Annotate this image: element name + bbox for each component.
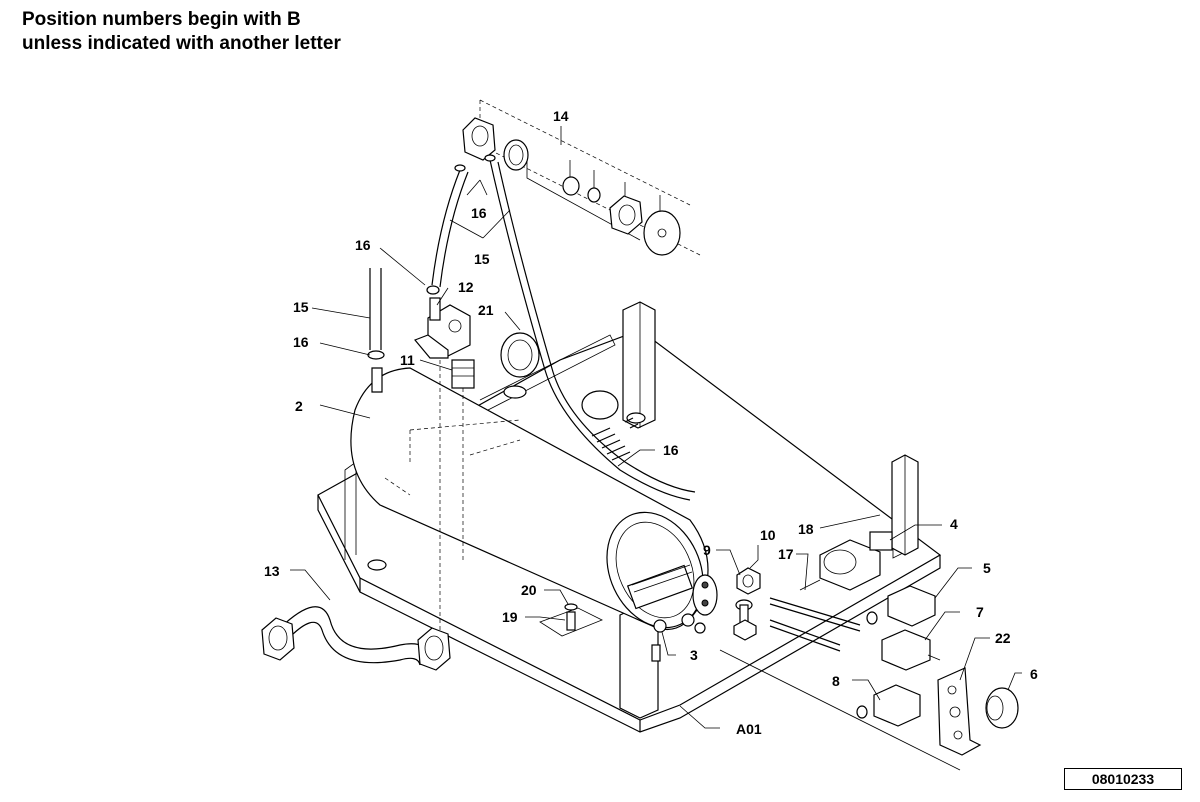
drawing-number: 08010233 [1064, 768, 1182, 790]
callout-a01: A01 [736, 721, 762, 737]
callout-15-hose-top: 15 [474, 251, 490, 267]
inlet-hose [261, 606, 451, 671]
callout-7: 7 [976, 604, 984, 620]
hoses [367, 154, 696, 501]
fittings [439, 332, 540, 640]
callout-numbers: 14 16 15 16 12 15 21 16 11 2 16 18 4 10 … [264, 108, 1038, 737]
bracket-and-knob [937, 667, 1019, 756]
callout-16-hose-top: 16 [471, 205, 487, 221]
callout-2: 2 [295, 398, 303, 414]
pressostat [799, 531, 893, 591]
callout-11: 11 [400, 352, 415, 368]
callout-4: 4 [950, 516, 958, 532]
valve-fittings [733, 567, 761, 641]
diagram-note: Position numbers begin with B unless ind… [22, 8, 341, 56]
callout-10: 10 [760, 527, 776, 543]
callout-22: 22 [995, 630, 1011, 646]
safety-valve-assembly [462, 99, 701, 256]
callout-20: 20 [521, 582, 537, 598]
note-line-1: Position numbers begin with B [22, 9, 301, 30]
callout-13: 13 [264, 563, 280, 579]
leader-lines [290, 126, 1022, 729]
callout-16-ring: 16 [293, 334, 309, 350]
callout-16-left: 16 [355, 237, 371, 253]
callout-14: 14 [553, 108, 569, 124]
callout-3: 3 [690, 647, 698, 663]
callout-17: 17 [778, 546, 794, 562]
bolt [539, 603, 661, 662]
callout-9: 9 [703, 542, 711, 558]
callout-12: 12 [458, 279, 474, 295]
callout-15-left: 15 [293, 299, 309, 315]
callout-18: 18 [798, 521, 814, 537]
callout-8: 8 [832, 673, 840, 689]
callout-6: 6 [1030, 666, 1038, 682]
callout-21: 21 [478, 302, 494, 318]
note-line-2: unless indicated with another letter [22, 33, 341, 54]
callout-19: 19 [502, 609, 518, 625]
callout-5: 5 [983, 560, 991, 576]
heating-element [626, 564, 718, 634]
thermostats [719, 585, 961, 771]
inlet-valve [414, 297, 471, 359]
callout-16-right: 16 [663, 442, 679, 458]
